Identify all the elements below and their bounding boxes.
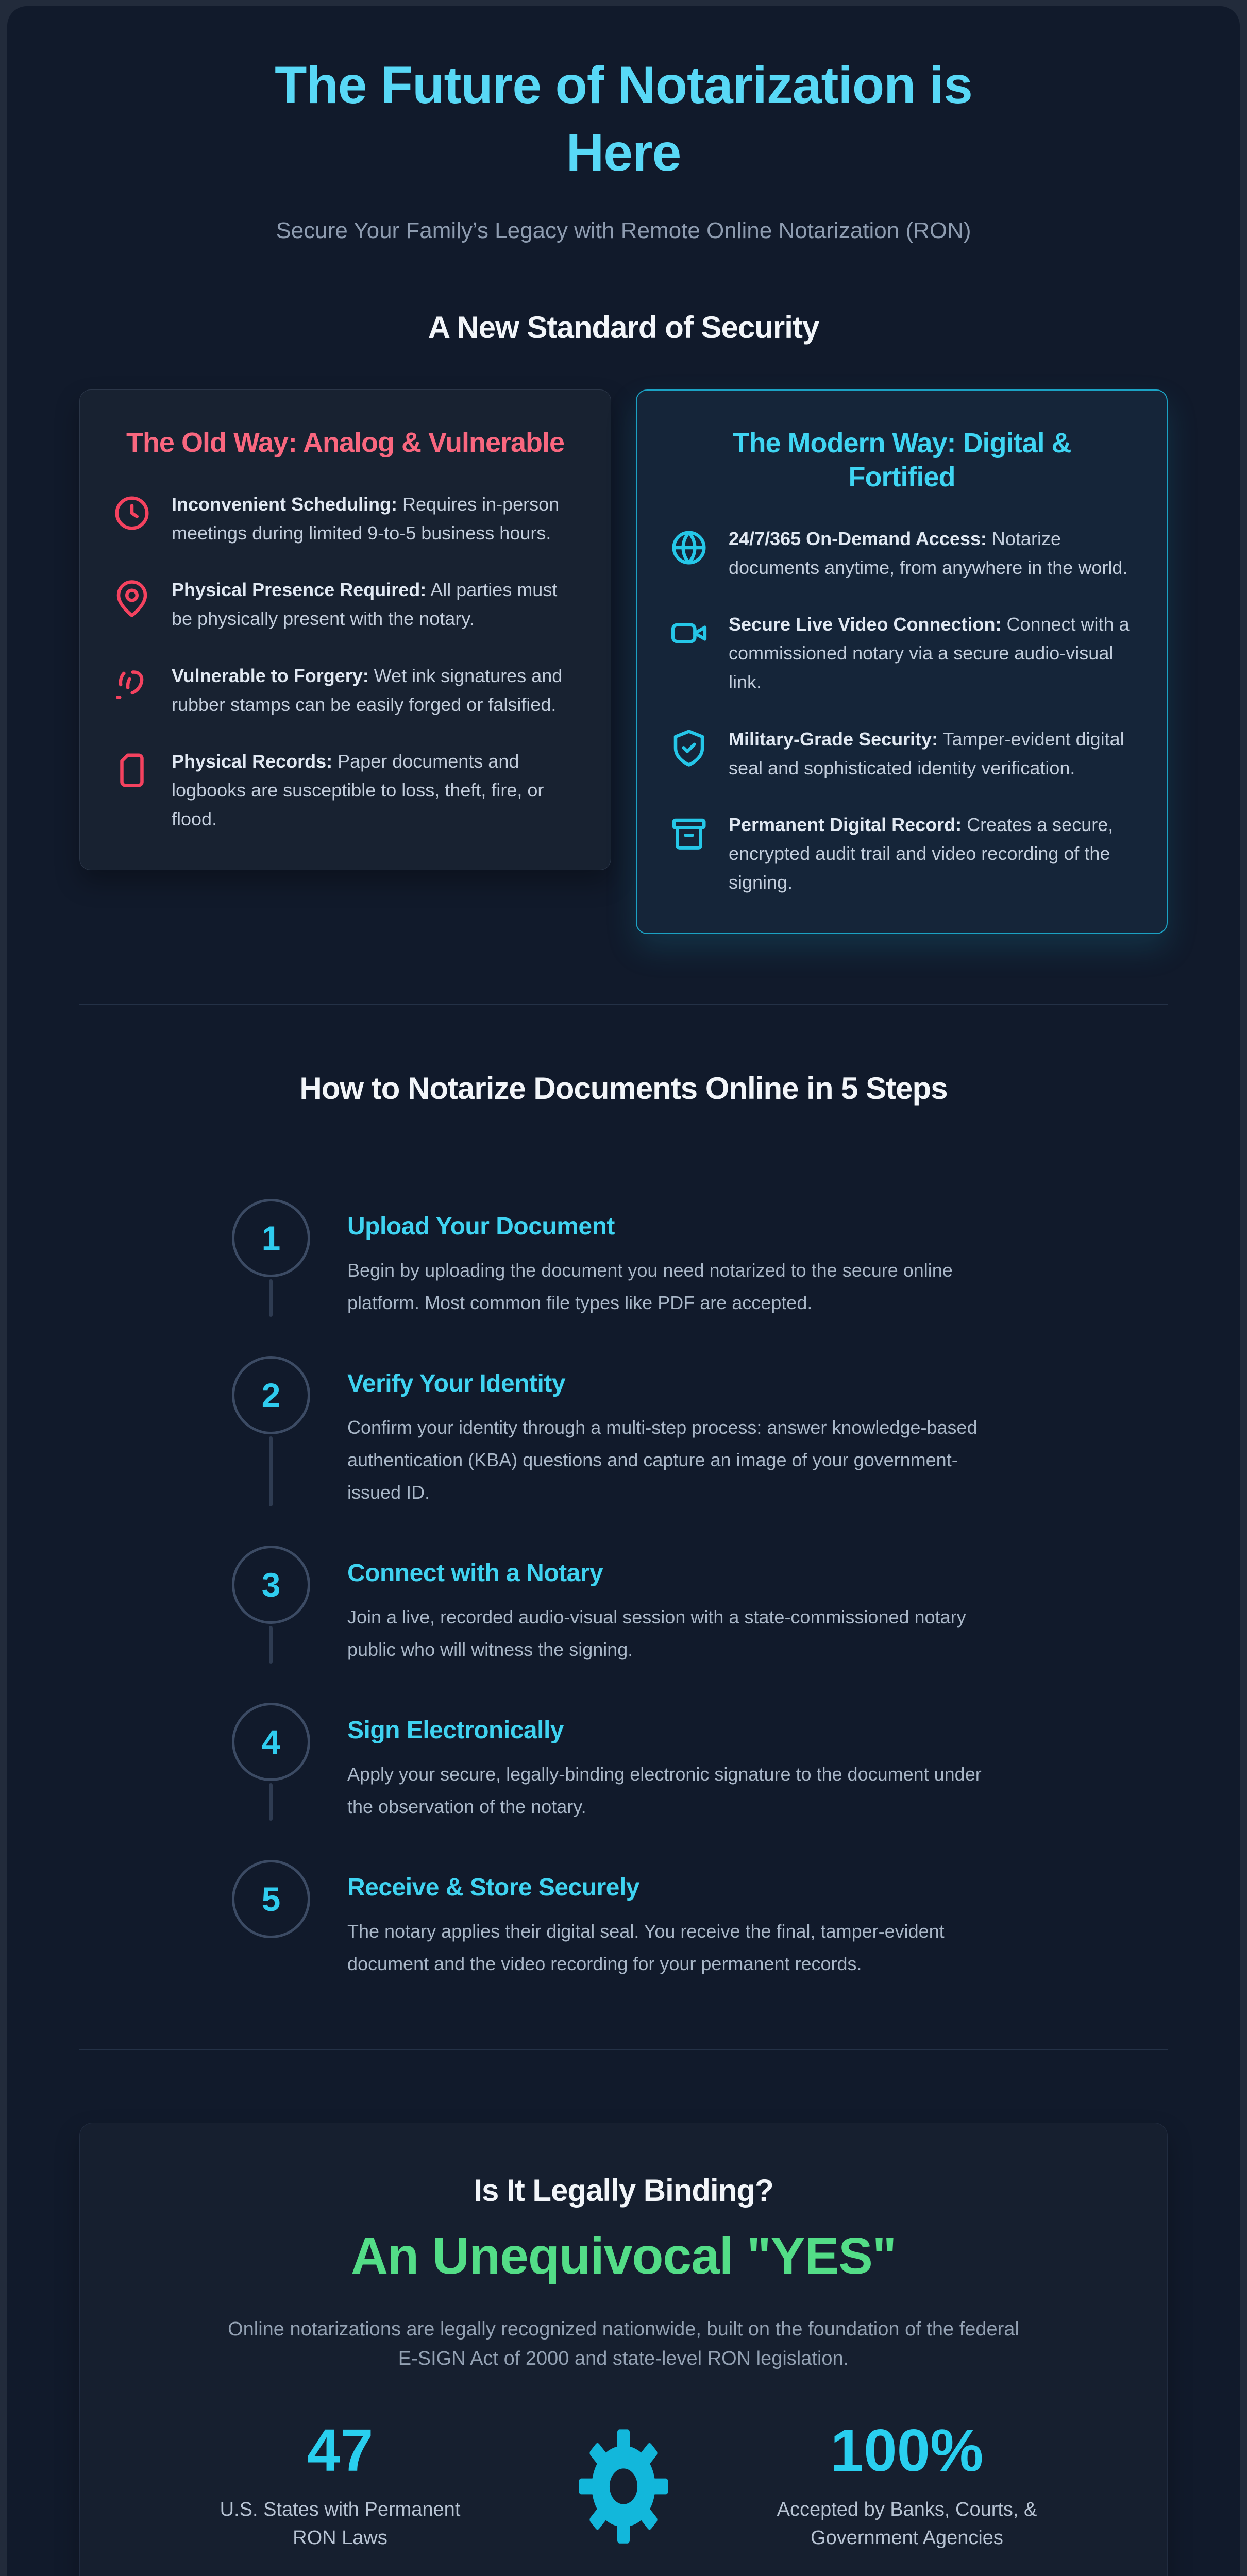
list-item: Secure Live Video Connection: Connect wi… [669, 610, 1135, 697]
modern-way-title: The Modern Way: Digital & Fortified [732, 428, 1071, 493]
step-item-5: 5 Receive & Store Securely The notary ap… [232, 1860, 1116, 1980]
binding-heading: Is It Legally Binding? [474, 2173, 773, 2208]
step-rail: 1 [232, 1199, 310, 1319]
archive-icon [669, 810, 709, 854]
section-divider [79, 2049, 1168, 2051]
step-rail: 4 [232, 1703, 310, 1823]
steps-timeline: 1 Upload Your Document Begin by uploadin… [232, 1199, 1116, 1980]
list-item: Physical Presence Required: All parties … [112, 575, 579, 633]
step-title: Connect with a Notary [347, 1560, 603, 1587]
globe-icon [669, 524, 709, 568]
step-number-badge: 2 [232, 1356, 310, 1435]
stat-value: 47 [307, 2417, 374, 2484]
clock-icon [112, 490, 152, 533]
step-item-1: 1 Upload Your Document Begin by uploadin… [232, 1199, 1116, 1356]
modern-way-card: The Modern Way: Digital & Fortified 24/7… [636, 389, 1168, 935]
step-rail: 3 [232, 1546, 310, 1666]
step-description: Apply your secure, legally-binding elect… [347, 1764, 982, 1818]
step-item-3: 3 Connect with a Notary Join a live, rec… [232, 1546, 1116, 1703]
step-description: Begin by uploading the document you need… [347, 1260, 953, 1314]
stat-ron-states: 47 U.S. States with Permanent RON Laws [201, 2420, 479, 2552]
step-item-2: 2 Verify Your Identity Confirm your iden… [232, 1356, 1116, 1546]
steps-section-heading: How to Notarize Documents Online in 5 St… [299, 1071, 948, 1106]
old-way-card: The Old Way: Analog & Vulnerable Inconve… [79, 389, 611, 871]
binding-description: Online notarizations are legally recogni… [228, 2318, 1019, 2370]
step-title: Sign Electronically [347, 1717, 564, 1744]
list-item: Physical Records: Paper documents and lo… [112, 747, 579, 834]
stat-label: Accepted by Banks, Courts, & Government … [777, 2499, 1037, 2549]
list-item: Vulnerable to Forgery: Wet ink signature… [112, 662, 579, 719]
security-section-heading: A New Standard of Security [428, 310, 820, 345]
stats-row: 47 U.S. States with Permanent RON Laws [121, 2419, 1126, 2554]
step-number-badge: 1 [232, 1199, 310, 1278]
step-title: Upload Your Document [347, 1213, 615, 1241]
shield-check-icon [669, 725, 709, 768]
section-divider [79, 1004, 1168, 1005]
step-title: Verify Your Identity [347, 1370, 566, 1398]
legally-binding-card: Is It Legally Binding? An Unequivocal "Y… [79, 2123, 1168, 2576]
signature-icon [112, 662, 152, 705]
stat-value: 100% [830, 2417, 984, 2484]
page-subtitle: Secure Your Family’s Legacy with Remote … [276, 218, 971, 244]
step-description: The notary applies their digital seal. Y… [347, 1921, 945, 1975]
step-rail: 5 [232, 1860, 310, 1980]
map-pin-icon [112, 575, 152, 619]
step-number-badge: 4 [232, 1703, 310, 1782]
security-cards-row: The Old Way: Analog & Vulnerable Inconve… [79, 389, 1168, 935]
step-number-badge: 5 [232, 1860, 310, 1939]
stat-acceptance: 100% Accepted by Banks, Courts, & Govern… [768, 2420, 1046, 2552]
step-item-4: 4 Sign Electronically Apply your secure,… [232, 1703, 1116, 1860]
list-item: Inconvenient Scheduling: Requires in-per… [112, 490, 579, 548]
video-camera-icon [669, 610, 709, 653]
step-rail: 2 [232, 1356, 310, 1509]
list-item: Permanent Digital Record: Creates a secu… [669, 810, 1135, 897]
list-item: 24/7/365 On-Demand Access: Notarize docu… [669, 524, 1135, 582]
binding-verdict: An Unequivocal "YES" [350, 2227, 897, 2285]
list-item: Military-Grade Security: Tamper-evident … [669, 725, 1135, 783]
document-icon [112, 747, 152, 790]
stat-label: U.S. States with Permanent RON Laws [220, 2499, 461, 2549]
gear-icon [567, 2419, 680, 2554]
old-way-title: The Old Way: Analog & Vulnerable [126, 427, 565, 459]
step-description: Confirm your identity through a multi-st… [347, 1417, 978, 1503]
step-description: Join a live, recorded audio-visual sessi… [347, 1606, 966, 1660]
step-number-badge: 3 [232, 1546, 310, 1624]
step-title: Receive & Store Securely [347, 1874, 639, 1902]
